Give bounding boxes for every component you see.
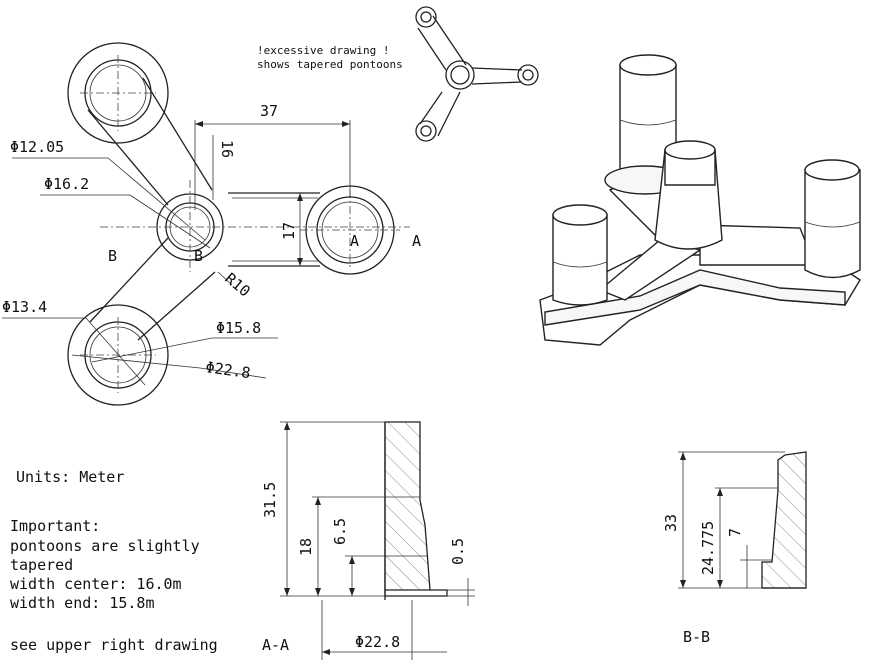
isometric-view	[539, 54, 861, 346]
dim-r10: R10	[217, 269, 254, 300]
dim-phi-22-8: Φ22.8	[71, 354, 267, 382]
dim-phi-16-2-label: Φ16.2	[44, 175, 89, 193]
note-width-center: width center: 16.0m	[10, 575, 182, 593]
pontoon-lower-left	[67, 304, 169, 406]
dim-phi-12-05-label: Φ12.05	[10, 138, 64, 156]
dim-31-5-label: 31.5	[261, 482, 279, 518]
dim-16-label: 16	[218, 140, 236, 158]
dim-18-label: 18	[297, 538, 315, 556]
dim-24-775-label: 24.775	[699, 521, 717, 575]
note-units: Units: Meter	[16, 468, 124, 486]
dim-7-label: 7	[726, 528, 744, 537]
plan-view: 37 16 17 Φ12.05 Φ16.2 R10	[2, 42, 421, 406]
dim-phi-15-8-label: Φ15.8	[216, 319, 261, 337]
dim-37-label: 37	[260, 102, 278, 120]
section-aa: 31.5 18 6.5 0.5 Φ22.8 A-A	[261, 421, 475, 660]
note-excessive-line1: !excessive drawing !	[257, 44, 389, 57]
dim-phi-12-05: Φ12.05	[10, 138, 206, 241]
center-column	[100, 180, 410, 272]
plan-arms-outline	[87, 77, 320, 341]
pontoon-upper-left	[67, 42, 169, 144]
dim-phi-16-2: Φ16.2	[40, 175, 211, 249]
iso-column-left	[552, 204, 608, 306]
section-aa-title: A-A	[262, 636, 289, 654]
iso-column-center	[654, 140, 723, 250]
dim-6-5-label: 6.5	[331, 518, 349, 545]
dim-aa-phi-22-8-label: Φ22.8	[355, 633, 400, 651]
dim-33-label: 33	[662, 514, 680, 532]
note-see-drawing: see upper right drawing	[10, 636, 218, 654]
dim-phi-22-8-label: Φ22.8	[204, 358, 251, 382]
section-label-b-1: B	[108, 247, 117, 265]
dim-phi-13-4-label: Φ13.4	[2, 298, 47, 316]
section-label-a-1: A	[350, 232, 359, 250]
section-label-a-2: A	[412, 232, 421, 250]
dim-r10-label: R10	[221, 269, 253, 300]
dim-phi-15-8: Φ15.8	[91, 319, 278, 363]
dim-16: 16	[212, 135, 236, 200]
note-excessive-line2: shows tapered pontoons	[257, 58, 403, 71]
dim-37: 37	[194, 102, 351, 210]
notes-block: Units: Meter Important: pontoons are sli…	[10, 468, 218, 654]
dim-17: 17	[280, 193, 303, 266]
dim-0-5-label: 0.5	[449, 538, 467, 565]
section-bb-title: B-B	[683, 628, 710, 646]
note-tapered-1: pontoons are slightly	[10, 537, 200, 555]
dim-phi-13-4: Φ13.4	[2, 298, 146, 386]
section-bb: 33 24.775 7 B-B	[662, 451, 807, 646]
dim-17-label: 17	[280, 222, 298, 240]
note-important: Important:	[10, 517, 100, 535]
small-sketch	[415, 6, 539, 142]
section-label-b-2: B	[194, 247, 203, 265]
note-tapered-2: tapered	[10, 556, 73, 574]
iso-column-right	[804, 159, 861, 279]
note-width-end: width end: 15.8m	[10, 594, 155, 612]
